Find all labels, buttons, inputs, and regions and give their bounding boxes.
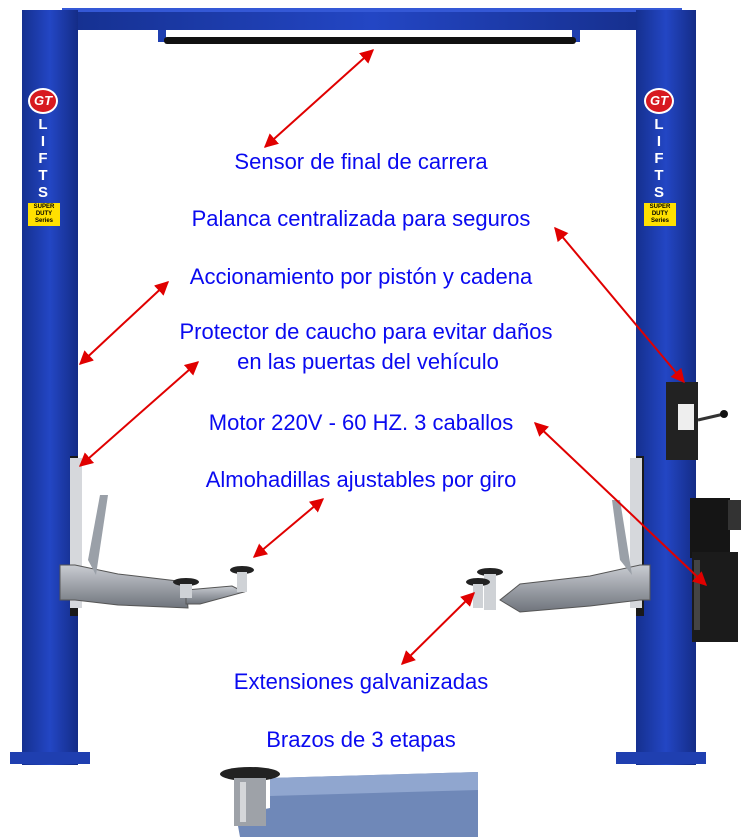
gt-logo-badge: GT: [644, 88, 674, 114]
motor-pump-unit: [690, 498, 741, 642]
label-extensiones: Extensiones galvanizadas: [233, 669, 489, 694]
left-column: [10, 10, 90, 765]
label-brazos: Brazos de 3 etapas: [266, 727, 456, 752]
gt-logo-badge: GT: [28, 88, 58, 114]
brand-name-vertical: L I F T S: [37, 116, 48, 201]
label-almohadillas: Almohadillas ajustables por giro: [205, 467, 517, 492]
arrow-sensor: [263, 49, 375, 148]
label-accionamiento: Accionamiento por pistón y cadena: [189, 264, 533, 289]
left-arm-assembly: [59, 458, 254, 609]
arrow-extensiones: [401, 592, 475, 665]
top-beam: [62, 8, 682, 30]
limit-sensor-bar: [158, 30, 580, 44]
arrow-palanca: [554, 226, 685, 384]
lock-release-lever-box: [666, 382, 728, 460]
label-palanca: Palanca centralizada para seguros: [191, 206, 531, 231]
label-motor: Motor 220V - 60 HZ. 3 caballos: [208, 410, 514, 435]
annotation-arrows: [78, 49, 708, 665]
label-protector-line1: Protector de caucho para evitar daños: [179, 319, 553, 344]
label-protector-line2: en las puertas del vehículo: [237, 349, 499, 374]
arrow-accionamiento: [78, 281, 170, 365]
brand-name-vertical: L I F T S: [653, 116, 664, 201]
arrow-motor: [533, 422, 708, 586]
label-sensor: Sensor de final de carrera: [234, 149, 488, 174]
arrow-protector: [78, 361, 200, 467]
arrow-almohadillas: [252, 498, 325, 558]
arm-detail-inset: [220, 767, 478, 837]
